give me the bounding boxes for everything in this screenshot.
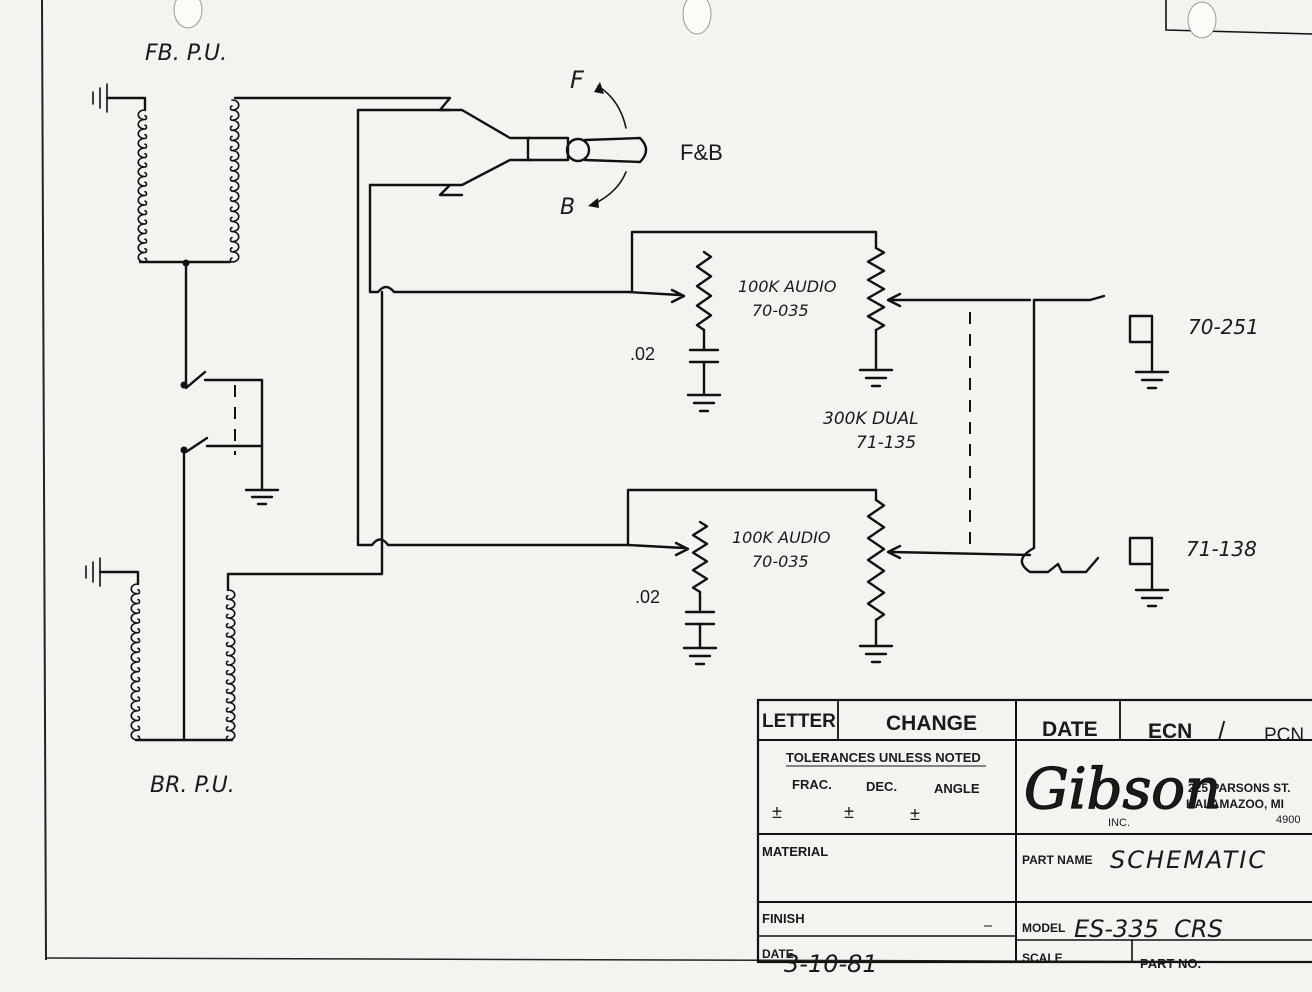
resistor-volume-top — [866, 246, 886, 332]
tb-ecn: ECN — [1148, 720, 1192, 743]
tb-tolerances: TOLERANCES UNLESS NOTED — [786, 750, 981, 765]
switch-label-back: B — [560, 195, 575, 220]
ground-icon — [686, 393, 722, 413]
tb-date: DATE — [1042, 718, 1098, 741]
coil-front-left — [137, 109, 148, 263]
tb-scale: SCALE — [1022, 951, 1063, 965]
fb-switch: F B F&B — [368, 66, 723, 220]
tb-slash: / — [1218, 716, 1226, 746]
bridge-pickup-label: BR. P.U. — [150, 773, 235, 798]
ground-icon — [92, 83, 147, 113]
tb-part-name-value: SCHEMATIC — [1110, 846, 1267, 874]
gibson-logo-sub: INC. — [1108, 817, 1130, 829]
pot-bottom-label: 100K AUDIO — [732, 528, 830, 547]
tb-pm-dec: ± — [844, 802, 854, 822]
tb-letter: LETTER — [762, 711, 836, 732]
pot-bottom-part: 70-035 — [752, 552, 809, 571]
ground-icon — [858, 368, 894, 388]
resistor-tone-top — [695, 250, 713, 332]
resistor-volume-bottom — [866, 498, 886, 622]
front-pickup-label: FB. P.U. — [145, 41, 227, 66]
output-jacks: 70-251 71-138 — [1020, 294, 1259, 608]
punch-hole — [173, 0, 203, 29]
coil-bridge-left — [130, 583, 141, 741]
tb-finish: FINISH — [762, 911, 805, 926]
switch-pivot — [565, 137, 591, 163]
tb-address-3: 4900 — [1276, 814, 1300, 826]
tb-part-name-label: PART NAME — [1022, 853, 1092, 867]
tb-pm-frac: ± — [772, 802, 782, 822]
dual-pot-part: 71-135 — [856, 433, 916, 453]
front-lead — [356, 108, 630, 547]
tb-part-no: PART NO. — [1140, 956, 1201, 971]
dual-pot-label: 300K DUAL — [823, 409, 919, 429]
tb-address-1: 225 PARSONS ST. — [1188, 781, 1290, 795]
tb-dec: DEC. — [866, 779, 897, 794]
punch-hole — [682, 0, 712, 35]
tb-pcn: PCN — [1264, 725, 1304, 746]
corner-box — [1165, 0, 1312, 35]
switch-lever — [583, 136, 648, 164]
tb-pm-angle: ± — [910, 804, 920, 824]
tb-material: MATERIAL — [762, 844, 828, 859]
jack-top-part: 70-251 — [1188, 315, 1259, 339]
coil-front-right — [229, 99, 240, 263]
tb-date-label: DATE — [762, 947, 794, 961]
lower-controls: .02 100K AUDIO 70-035 — [626, 488, 1032, 666]
pot-top-part: 70-035 — [752, 301, 809, 320]
ground-icon — [85, 557, 140, 587]
ground-icon — [244, 488, 280, 506]
upper-controls: .02 100K AUDIO 70-035 — [626, 230, 1032, 413]
tb-model-value: ES-335 CRS — [1074, 915, 1223, 943]
switch-body — [526, 136, 570, 162]
bridge-pickup: BR. P.U. — [85, 546, 384, 798]
tb-angle: ANGLE — [934, 781, 980, 796]
tb-change: CHANGE — [886, 712, 977, 735]
ground-icon — [682, 646, 718, 666]
tb-frac: FRAC. — [792, 777, 832, 792]
pickup-selector-toggle — [180, 370, 280, 742]
jack-top-icon — [1128, 314, 1170, 390]
switch-label-front: F — [570, 66, 585, 94]
resistor-tone-bottom — [691, 520, 709, 594]
gibson-logo: Gibson — [1024, 757, 1221, 822]
front-pickup: FB. P.U. — [92, 41, 464, 387]
cap-bottom-label: .02 — [635, 587, 660, 607]
jack-bottom-icon — [1128, 536, 1170, 608]
tb-address-2: KALAMAZOO, MI — [1186, 797, 1284, 811]
pot-top-label: 100K AUDIO — [738, 277, 836, 296]
title-block: LETTER CHANGE DATE ECN / PCN TOLERANCES … — [756, 698, 1312, 978]
bridge-lead — [368, 183, 630, 294]
switch-name-label: F&B — [680, 140, 723, 165]
jack-bottom-part: 71-138 — [1186, 537, 1257, 561]
tb-model-label: MODEL — [1022, 921, 1065, 935]
sheet-left-edge — [41, 0, 47, 961]
ground-icon — [858, 644, 894, 664]
coil-bridge-right — [225, 589, 236, 741]
tb-date-value: 3-10-81 — [784, 950, 878, 978]
cap-top-label: .02 — [630, 344, 655, 364]
punch-hole — [1187, 1, 1217, 39]
